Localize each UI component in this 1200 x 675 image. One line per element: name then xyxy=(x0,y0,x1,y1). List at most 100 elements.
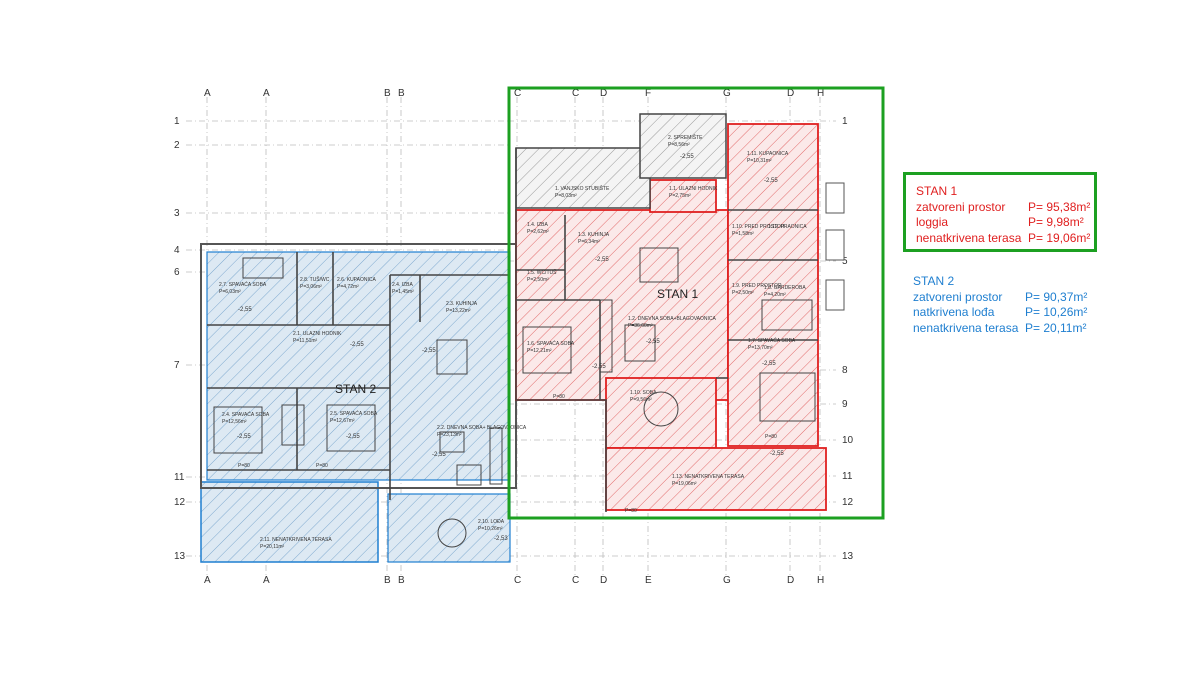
room-area: P=10,31m² xyxy=(747,158,772,164)
summary-label: loggia xyxy=(916,215,949,229)
storage-area xyxy=(639,113,727,179)
room-area: P=6,34m² xyxy=(578,239,600,245)
stan-2-summary: STAN 2 zatvoreni prostor P= 90,37m² natk… xyxy=(913,274,1087,336)
room-name: 2.3. KUHINJA xyxy=(446,301,478,307)
room-area: P=4,20m² xyxy=(764,292,786,298)
level-mark: -2,55 xyxy=(432,452,446,458)
room-area: P=2,75m² xyxy=(669,193,691,199)
room-area: P=20,11m² xyxy=(260,544,285,550)
room-name: 2.4. SPAVAĆA SOBA xyxy=(222,411,270,418)
grid-column-label: B xyxy=(398,88,405,99)
room-name: 2.11. NENATKRIVENA TERASA xyxy=(260,537,332,543)
room-name: 1.13. NENATKRIVENA TERASA xyxy=(672,474,745,480)
room-area: P=10,26m² xyxy=(478,526,503,532)
room-name: 1.10. SOBA xyxy=(630,390,657,396)
room-name: 2.8. TUŠ/WC xyxy=(300,276,330,283)
grid-column-label: H xyxy=(817,575,824,586)
grid-row-label: 4 xyxy=(174,245,180,256)
summary-value: P= 90,37m² xyxy=(1025,289,1088,304)
grid-column-label: C xyxy=(514,88,521,99)
room-name: 1.9. PRED PROSTOR xyxy=(732,283,782,289)
stan-1-plan-label: STAN 1 xyxy=(657,287,698,301)
room-area: P=11,51m² xyxy=(293,338,318,344)
room-area: P=12,21m² xyxy=(527,348,552,354)
grid-column-label: G xyxy=(723,88,731,99)
grid-column-label: D xyxy=(787,575,794,586)
summary-value: P= 19,06m² xyxy=(1028,230,1091,245)
stan-1-summary-title: STAN 1 xyxy=(916,184,958,198)
room-area: P=1,45m² xyxy=(392,289,414,295)
stan-2-terrace-row: nenatkrivena terasa P= 20,11m² xyxy=(913,321,1087,337)
door-width: P=80 xyxy=(553,394,565,400)
room-area: P=8,03m² xyxy=(555,193,577,199)
grid-column-label: G xyxy=(723,575,731,586)
axis-labels: AAAABBBBCCCCDDFEGGDDHH123467111213158910… xyxy=(174,88,854,586)
room-name: 1.8. GARDEROBA xyxy=(764,285,806,291)
room-name: 1.2. DNEVNA SOBA+BLAGOVAONICA xyxy=(628,316,717,322)
summary-label: natkrivena lođa xyxy=(913,305,995,319)
room-name: 1.5. WC/TUŠ xyxy=(527,269,557,276)
summary-label: nenatkrivena terasa xyxy=(913,320,1019,335)
room-name: 1.1. ULAZNI HODNIK xyxy=(669,186,718,192)
grid-row-label: 10 xyxy=(842,435,854,446)
grid-row-label: 7 xyxy=(174,360,180,371)
level-mark: -2,55 xyxy=(592,364,606,370)
grid-column-label: D xyxy=(600,88,607,99)
grid-column-label: A xyxy=(263,88,270,99)
room-area: P=12,56m² xyxy=(222,419,247,425)
room-name: 2.1. ULAZNI HODNIK xyxy=(293,331,342,337)
summary-label: zatvoreni prostor xyxy=(913,289,1003,304)
grid-column-label: B xyxy=(384,88,391,99)
stan-2-plan: STAN 2 xyxy=(200,243,517,563)
grid-column-label: C xyxy=(572,88,579,99)
room-area: P=13,70m² xyxy=(748,345,773,351)
door-width: P=80 xyxy=(316,463,328,469)
summary-value: P= 10,26m² xyxy=(1025,305,1088,319)
room-area: P=2,62m² xyxy=(527,229,549,235)
door-width: P=80 xyxy=(625,508,637,514)
grid-column-label: B xyxy=(398,575,405,586)
room-area: P=9,56m² xyxy=(630,397,652,403)
grid-row-label: 12 xyxy=(842,497,854,508)
summary-value: P= 95,38m² xyxy=(1028,199,1091,214)
room-name: 1.6. SPAVAĆA SOBA xyxy=(527,340,575,347)
grid-row-label: 1 xyxy=(174,116,180,127)
room-area: P=12,67m² xyxy=(330,418,355,424)
grid-column-label: E xyxy=(645,575,652,586)
room-area: P=13,22m² xyxy=(446,308,471,314)
room-name: 1.4. IZBA xyxy=(527,222,549,228)
stan-2-loggia xyxy=(387,493,511,563)
grid-column-label: D xyxy=(600,575,607,586)
grid-row-label: 5 xyxy=(842,256,848,267)
level-mark: -2,55 xyxy=(238,307,252,313)
grid-row-label: 11 xyxy=(842,471,853,482)
room-name: 1. VANJSKO STUBIŠTE xyxy=(555,185,610,192)
room-area: P=19,06m² xyxy=(672,481,697,487)
stan-1-summary: STAN 1 zatvoreni prostor P= 95,38m² logg… xyxy=(903,172,1097,252)
stan-2-interior xyxy=(206,251,511,481)
room-area: P=8,56m² xyxy=(668,142,690,148)
door-width: P=80 xyxy=(765,434,777,440)
stan-1-plan: STAN 1 xyxy=(515,113,845,512)
room-name: 1.7. SPAVAĆA SOBA xyxy=(748,337,796,344)
grid-column-label: D xyxy=(787,88,794,99)
level-mark: -2,55 xyxy=(770,451,784,457)
summary-label: zatvoreni prostor xyxy=(916,199,1006,214)
grid-row-label: 2 xyxy=(174,140,180,151)
room-name: 2.10. LOĐA xyxy=(478,519,505,525)
room-area: P=2,50m² xyxy=(527,277,549,283)
grid-column-label: H xyxy=(817,88,824,99)
grid-row-label: 6 xyxy=(174,267,180,278)
grid-row-label: 11 xyxy=(174,472,185,483)
grid-row-label: 12 xyxy=(174,497,186,508)
door-width: P=80 xyxy=(238,463,250,469)
stan-2-summary-title: STAN 2 xyxy=(913,274,955,288)
level-mark: -2,55 xyxy=(595,257,609,263)
grid-column-label: A xyxy=(204,88,211,99)
stan-1-interior xyxy=(515,209,729,401)
stan-1-loggia-row: loggia P= 9,98m² xyxy=(916,215,1094,231)
grid-column-label: A xyxy=(263,575,270,586)
room-name: 1.10. PRED PROSTOR xyxy=(732,224,785,230)
room-area: P=6,03m² xyxy=(219,289,241,295)
